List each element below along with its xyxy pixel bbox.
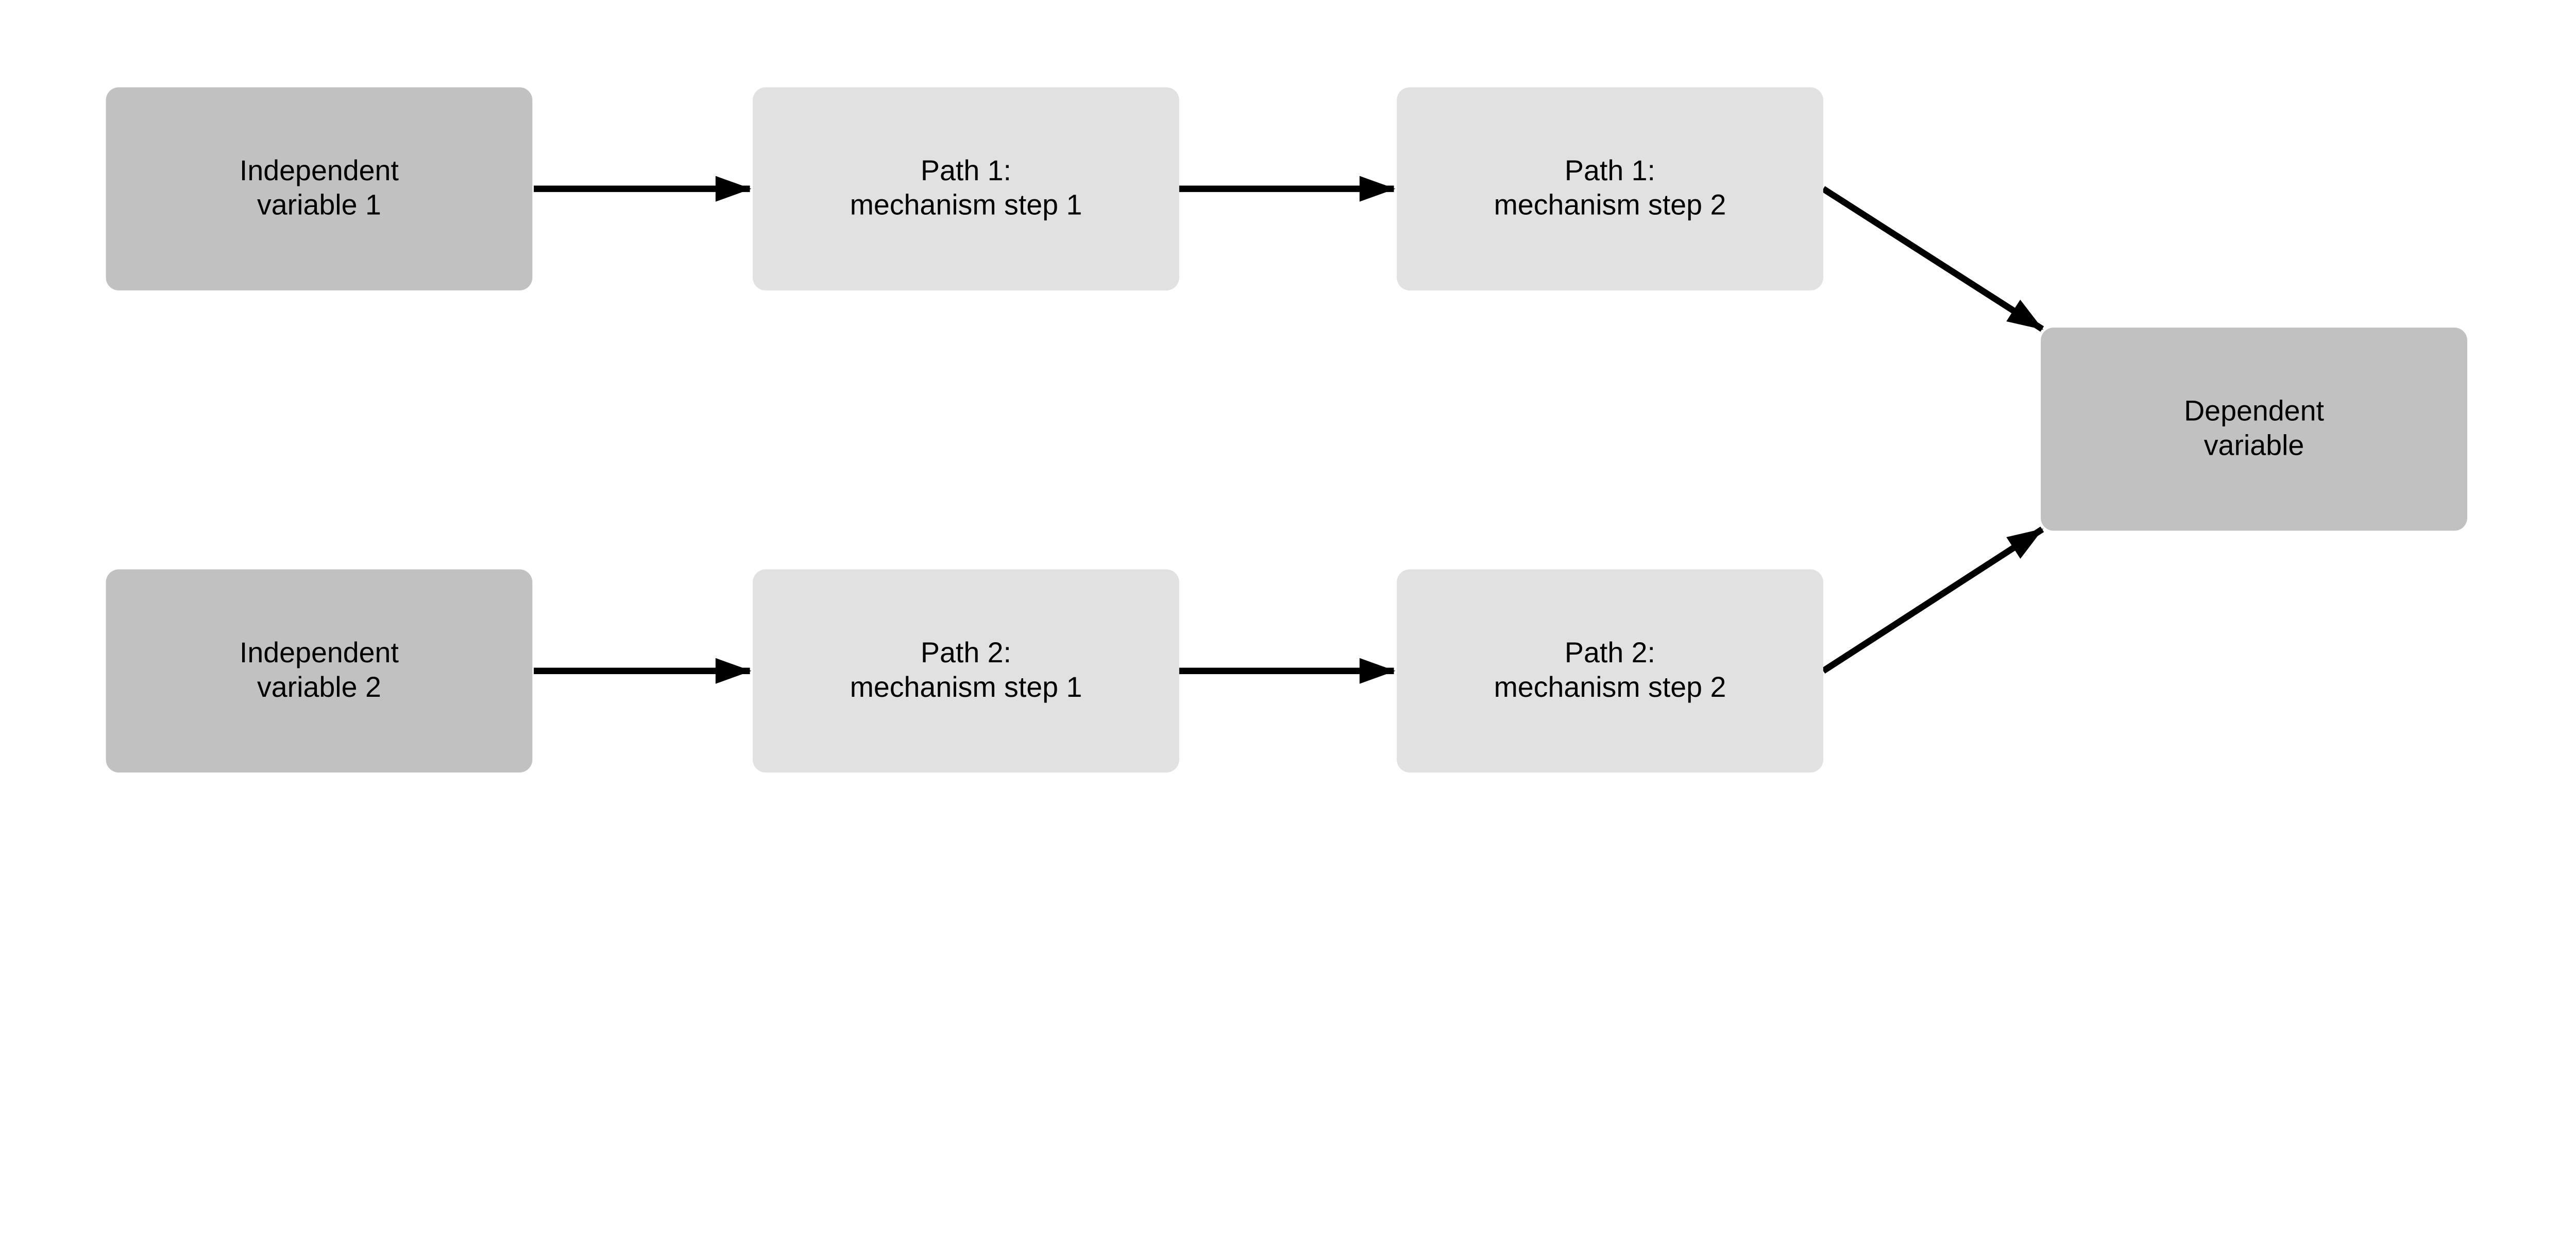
node-independent-variable-2: Independent variable 2 [106, 569, 533, 772]
node-dependent-variable: Dependent variable [2041, 328, 2467, 531]
edge-p2s2-to-dv [1821, 526, 2044, 674]
node-path1-mechanism-step-2: Path 1: mechanism step 2 [1397, 87, 1823, 290]
node-path1-mechanism-step-1: Path 1: mechanism step 1 [753, 87, 1179, 290]
node-independent-variable-1: Independent variable 1 [106, 87, 533, 290]
node-path2-mechanism-step-1: Path 2: mechanism step 1 [753, 569, 1179, 772]
edge-p1s2-to-dv [1821, 186, 2044, 332]
node-path2-mechanism-step-2: Path 2: mechanism step 2 [1397, 569, 1823, 772]
diagram-canvas: Independent variable 1 Path 1: mechanism… [106, 87, 2467, 772]
